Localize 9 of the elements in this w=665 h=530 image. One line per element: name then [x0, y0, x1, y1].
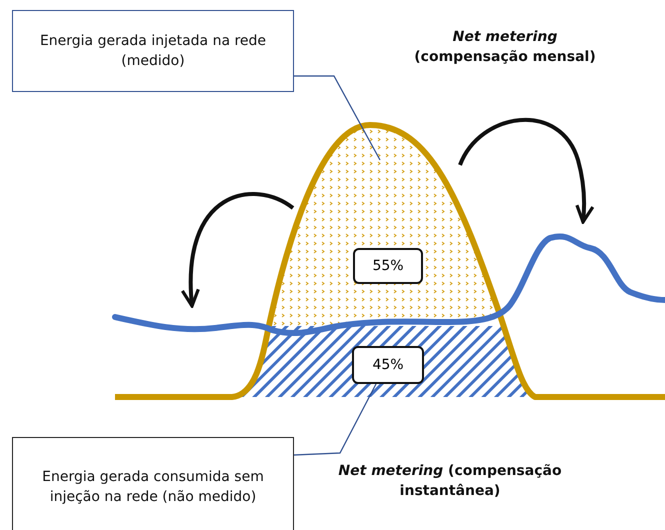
curved-arrow — [458, 118, 594, 224]
annotation-text: Net metering (compensação instantânea) — [337, 462, 563, 501]
callout-box: Energia gerada consumida sem injeção na rede (não medido) — [12, 437, 294, 530]
callout-box: Energia gerada injetada na rede (medido) — [12, 10, 294, 92]
percentage-label: 45% — [352, 346, 424, 384]
leader-line — [294, 75, 381, 160]
annotation-text: Net metering (compensação mensal) — [413, 28, 597, 67]
percentage-label: 55% — [353, 248, 423, 284]
curved-arrow — [182, 192, 294, 308]
